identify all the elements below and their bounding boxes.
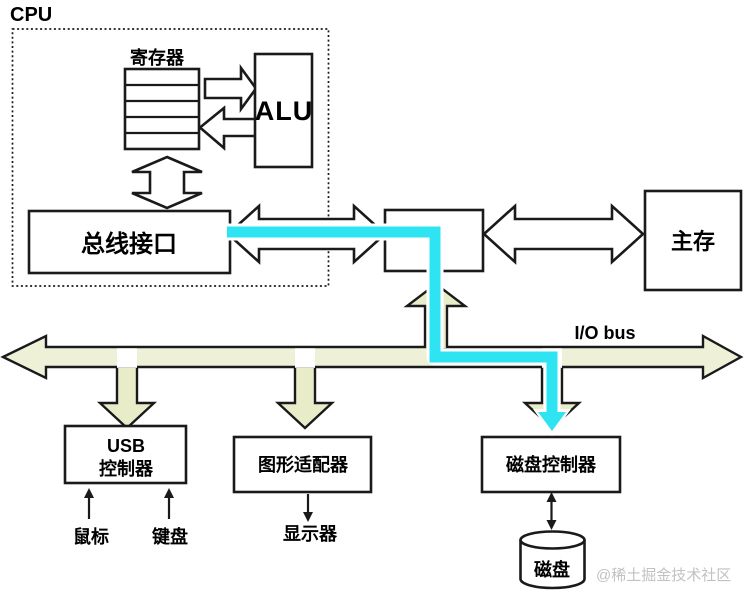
bridge-memory-arrow: [482, 203, 645, 265]
io-bus-label: I/O bus: [574, 323, 635, 343]
bus-interface-label: 总线接口: [81, 230, 177, 258]
watermark-text: @稀土掘金技术社区: [596, 567, 731, 584]
disk-controller-box: [480, 435, 622, 494]
cpu-dashed-boundary: [11, 28, 330, 287]
bus-to-usb-arrow: [96, 348, 158, 430]
disk-double-arrow: [546, 492, 557, 530]
mouse-arrow: [84, 488, 94, 519]
bus-interface-box: [27, 209, 232, 275]
usb-controller-label-line2: 控制器: [99, 458, 154, 479]
registers-to-alu-arrow: [203, 64, 258, 113]
keyboard-arrow: [164, 488, 174, 519]
display-label: 显示器: [283, 524, 338, 544]
register-file: [123, 67, 201, 151]
usb-controller-label-line1: USB: [107, 436, 145, 456]
highlighted-data-path: [227, 223, 571, 436]
graphics-adapter-box: [232, 435, 373, 494]
disk-label: 磁盘: [534, 559, 570, 580]
io-bus: [0, 333, 744, 381]
alu-to-registers-arrow: [197, 105, 258, 151]
cpu-label: CPU: [10, 4, 52, 26]
alu-box: [253, 52, 314, 169]
display-arrow: [303, 494, 313, 522]
highlighted-path-arrowhead: [538, 412, 566, 431]
main-memory-box: [643, 189, 743, 292]
registers-label: 寄存器: [130, 47, 185, 68]
usb-controller-box: [63, 424, 188, 485]
mouse-label: 鼠标: [73, 526, 109, 547]
registers-businterface-arrow: [131, 155, 203, 210]
bus-to-graphics-arrow: [274, 348, 336, 430]
graphics-adapter-label: 图形适配器: [258, 455, 349, 475]
disk-cylinder: [519, 530, 586, 590]
main-memory-label: 主存: [671, 229, 715, 254]
disk-controller-label: 磁盘控制器: [506, 454, 597, 475]
alu-label: ALU: [255, 96, 314, 126]
keyboard-label: 键盘: [151, 526, 188, 547]
